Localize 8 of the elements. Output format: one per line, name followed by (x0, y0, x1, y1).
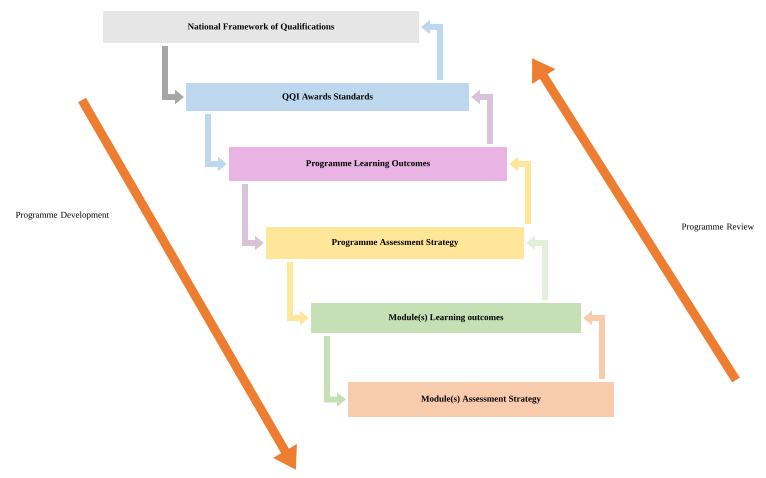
side-label: Programme Review (682, 224, 754, 232)
process-box: National Framework of Qualifications (101, 9, 421, 45)
process-box: QQI Awards Standards (184, 81, 471, 113)
process-box: Module(s) Learning outcomes (309, 301, 583, 335)
process-box: Module(s) Assessment Strategy (346, 380, 616, 419)
side-label: Programme Development (16, 212, 109, 220)
process-box: Programme Assessment Strategy (264, 225, 526, 261)
process-box: Programme Learning Outcomes (227, 145, 509, 183)
